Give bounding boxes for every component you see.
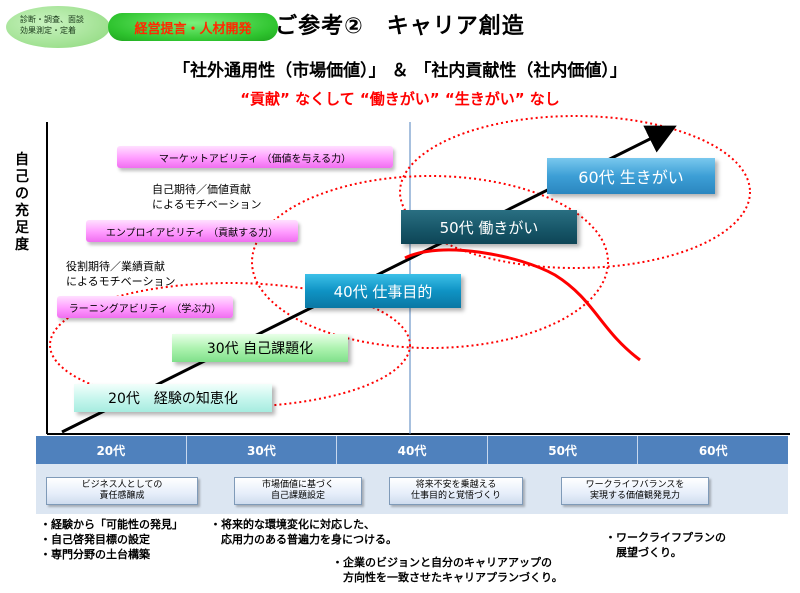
stage-box-60s: 60代 生きがい bbox=[547, 158, 715, 194]
y-label-char: 己 bbox=[15, 169, 29, 185]
age-cell-20s: 20代 bbox=[36, 436, 187, 464]
phase-line: ビジネス人としての bbox=[81, 480, 163, 490]
phase-line: 自己課題設定 bbox=[270, 491, 325, 501]
bottom-line: 方向性を一致させたキャリアプランづくり。 bbox=[332, 571, 563, 584]
phase-box-self-task: 市場価値に基づく 自己課題設定 bbox=[234, 477, 362, 505]
phase-line: 将来不安を乗越える bbox=[415, 480, 497, 490]
note-line: 役割期待／業績貢献 bbox=[66, 260, 165, 273]
decline-curve bbox=[404, 248, 641, 362]
motivation-note-role: 役割期待／業績貢献 によるモチベーション bbox=[66, 259, 175, 289]
age-cell-60s: 60代 bbox=[698, 443, 728, 458]
y-label-char: 充 bbox=[15, 203, 29, 219]
phase-line: 仕事目的と覚悟づくり bbox=[410, 491, 501, 501]
age-cell-30s: 30代 bbox=[187, 436, 338, 464]
page-title: ご参考② キャリア創造 bbox=[275, 14, 525, 39]
cloud-text: 診断・調査、面談 効果測定・定着 bbox=[20, 14, 84, 36]
age-axis-bar: 20代 30代 40代 50代 60代 bbox=[36, 436, 788, 464]
stage-box-20s: 20代 経験の知恵化 bbox=[74, 384, 272, 412]
bottom-line: ・経験から「可能性の発見」 bbox=[40, 518, 183, 531]
bottom-line: 応用力のある普遍力を身につける。 bbox=[210, 533, 397, 546]
stage-ellipse-40s bbox=[251, 175, 609, 349]
phase-box-resolve: 将来不安を乗越える 仕事目的と覚悟づくり bbox=[389, 477, 523, 505]
ability-bar-learning: ラーニングアビリティ （学ぶ力） bbox=[57, 296, 233, 318]
y-label-char: 足 bbox=[15, 220, 29, 236]
phase-line: 市場価値に基づく bbox=[261, 480, 334, 490]
y-label-char: 自 bbox=[15, 152, 29, 168]
phase-line: 実現する価値観発見力 bbox=[589, 491, 680, 501]
green-badge: 経営提言・人材開発 bbox=[108, 13, 278, 41]
bottom-note-30s: ・将来的な環境変化に対応した、 応用力のある普遍力を身につける。 bbox=[210, 517, 397, 547]
stage-box-50s: 50代 働きがい bbox=[401, 210, 577, 244]
cloud-line: 診断・調査、面談 bbox=[20, 15, 84, 24]
phase-line: 責任感醸成 bbox=[99, 491, 145, 501]
age-cell-50s: 50代 bbox=[488, 436, 639, 464]
phase-line: ワークライフバランスを bbox=[585, 480, 685, 490]
bottom-note-60s: ・ワークライフプランの 展望づくり。 bbox=[605, 530, 726, 560]
bottom-line: ・ワークライフプランの bbox=[605, 531, 726, 544]
stage-ellipse-50s-60s bbox=[399, 115, 751, 269]
bottom-line: ・将来的な環境変化に対応した、 bbox=[210, 518, 375, 531]
bottom-note-40s-50s: ・企業のビジョンと自分のキャリアアップの 方向性を一致させたキャリアプランづくり… bbox=[332, 555, 563, 585]
note-line: によるモチベーション bbox=[152, 198, 262, 211]
y-label-char: 度 bbox=[15, 237, 29, 253]
motivation-note-self: 自己期待／価値貢献 によるモチベーション bbox=[152, 182, 261, 212]
cloud-line: 効果測定・定着 bbox=[20, 26, 76, 35]
bottom-line: 展望づくり。 bbox=[605, 546, 682, 559]
y-axis-label: 自 己 の 充 足 度 bbox=[12, 152, 32, 254]
ability-bar-market: マーケットアビリティ （価値を与える力） bbox=[117, 146, 393, 168]
phase-box-responsibility: ビジネス人としての 責任感醸成 bbox=[46, 477, 198, 505]
stage-box-30s: 30代 自己課題化 bbox=[172, 334, 348, 362]
stage-box-40s: 40代 仕事目的 bbox=[305, 274, 461, 308]
bottom-note-20s: ・経験から「可能性の発見」 ・自己啓発目標の設定 ・専門分野の土台構築 bbox=[40, 517, 183, 562]
ability-bar-employ: エンプロイアビリティ （貢献する力） bbox=[86, 220, 298, 242]
cloud-shape bbox=[6, 6, 110, 48]
note-line: によるモチベーション bbox=[66, 275, 176, 288]
bottom-line: ・専門分野の土台構築 bbox=[40, 548, 150, 561]
bottom-line: ・自己啓発目標の設定 bbox=[40, 533, 150, 546]
phase-box-work-life: ワークライフバランスを 実現する価値観発見力 bbox=[561, 477, 709, 505]
bottom-line: ・企業のビジョンと自分のキャリアアップの bbox=[332, 556, 552, 569]
note-line: 自己期待／価値貢献 bbox=[152, 183, 251, 196]
age-cell-40s: 40代 bbox=[337, 436, 488, 464]
tagline: “貢献” なくして “働きがい” “生きがい” なし bbox=[240, 90, 560, 108]
page-subtitle: 「社外通用性（市場価値）」 ＆ 「社内貢献性（社内価値）」 bbox=[173, 61, 627, 81]
y-label-char: の bbox=[15, 186, 29, 202]
